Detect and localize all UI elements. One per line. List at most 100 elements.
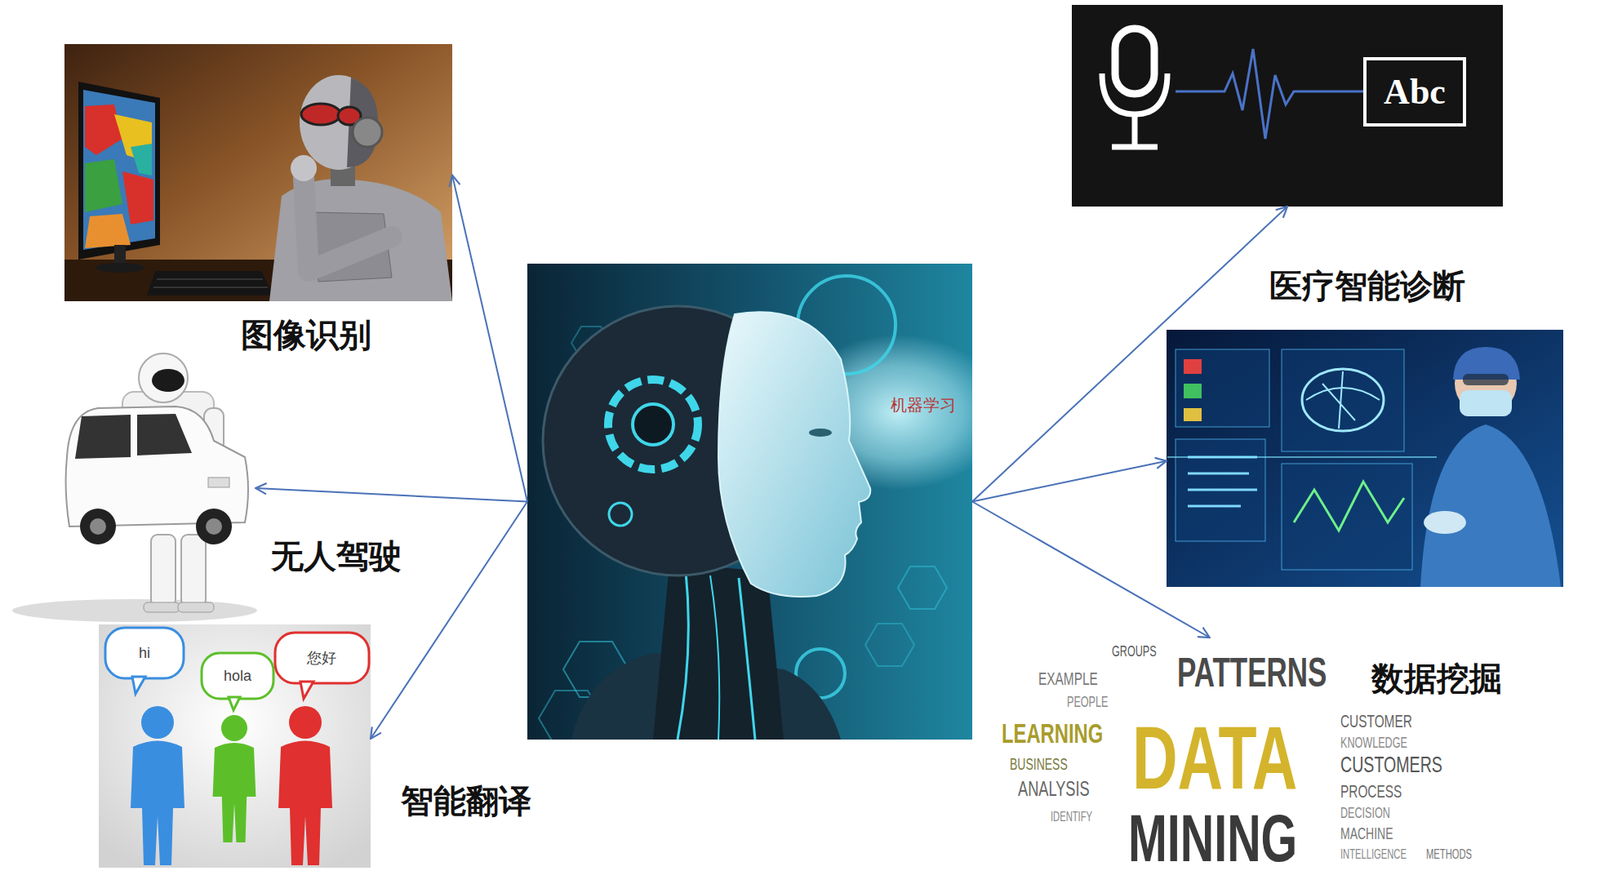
picture-text: 机器学习 xyxy=(890,396,956,414)
word-cloud-word: PATTERNS xyxy=(1177,652,1327,694)
speech-recognition-icon-part xyxy=(1071,4,1503,207)
self-driving-picture-part xyxy=(137,413,192,456)
machine-learning-picture-part xyxy=(608,502,632,526)
data-mining-node: 数据挖掘 PATTERNS DATAMINING LEARNING EXAMPLE GRO… xyxy=(989,637,1527,889)
bubble-text: hi xyxy=(138,645,151,661)
speech-recognition-icon-part xyxy=(1102,73,1168,115)
speech-recognition-icon-part xyxy=(1115,28,1155,94)
speech-recognition-icon-part xyxy=(1364,58,1465,125)
medical-picture-part xyxy=(1187,457,1258,507)
medical-picture-part xyxy=(1459,390,1512,417)
self-driving-picture-part xyxy=(66,406,249,527)
arrow-connector xyxy=(255,488,528,503)
word-cloud-word: BUSINESS xyxy=(1009,755,1068,773)
word-cloud-word: EXAMPLE xyxy=(1038,670,1098,689)
arrow-connector xyxy=(370,502,528,740)
medical-diagnosis-node: 医疗智能诊断 xyxy=(1166,329,1564,587)
translation-picture-part xyxy=(130,706,185,866)
word-cloud-word: LEARNING xyxy=(1001,719,1103,747)
self-driving-picture-part xyxy=(89,518,107,535)
medical-picture-part xyxy=(1281,463,1413,570)
machine-learning-picture-part xyxy=(718,311,871,597)
machine-learning-picture-part xyxy=(632,404,674,445)
image-recognition-picture-part xyxy=(84,159,123,213)
machine-learning-picture-part xyxy=(710,575,720,740)
self-driving-node: 无人驾驶 xyxy=(4,351,256,625)
self-driving-picture-part xyxy=(151,368,185,392)
medical-picture-part xyxy=(1183,359,1202,374)
caption: 医疗智能诊断 xyxy=(1269,269,1466,303)
translation-picture-part xyxy=(201,653,274,699)
medical-picture-part xyxy=(1306,371,1380,429)
translation-picture-part xyxy=(132,676,146,694)
word-cloud-word: MINING xyxy=(1128,804,1298,872)
translation-picture-part xyxy=(221,715,248,742)
translation-picture-part xyxy=(275,632,369,684)
image-recognition-picture-part xyxy=(153,287,268,289)
medical-picture-part xyxy=(1293,481,1405,531)
word-cloud-word: PROCESS xyxy=(1340,782,1402,801)
self-driving-picture-part xyxy=(143,602,180,613)
medical-picture-part xyxy=(1167,456,1437,458)
word-cloud-word: PEOPLE xyxy=(1066,694,1108,710)
caption: 数据挖掘 xyxy=(1371,662,1503,695)
image-recognition-picture-part xyxy=(352,117,383,147)
caption: 图像识别 xyxy=(240,318,372,352)
bubble-text: 您好 xyxy=(306,650,337,666)
word-cloud-word: DATA xyxy=(1132,712,1298,803)
word-cloud-word: DECISION xyxy=(1340,805,1391,821)
translation-node: 智能翻译hihola您好 xyxy=(98,624,371,868)
machine-learning-picture-part xyxy=(865,623,915,667)
medical-picture-part xyxy=(1166,329,1564,587)
speech-recognition-node: Abc xyxy=(1071,4,1503,207)
self-driving-picture-part xyxy=(75,414,131,459)
image-recognition-picture-part xyxy=(301,103,341,125)
image-recognition-picture-part xyxy=(130,143,152,176)
self-driving-picture-part xyxy=(205,518,223,535)
image-recognition-picture-part xyxy=(290,155,317,182)
translation-picture-part xyxy=(105,627,184,679)
translation-picture-part xyxy=(228,697,240,711)
word-cloud-word: CUSTOMERS xyxy=(1340,753,1443,777)
image-recognition-picture-part xyxy=(95,262,145,273)
word-cloud-word: GROUPS xyxy=(1111,644,1157,659)
self-driving-picture-part xyxy=(12,599,258,623)
image-recognition-picture-part xyxy=(122,171,154,225)
word-cloud-word: KNOWLEDGE xyxy=(1340,735,1408,751)
speech-recognition-icon-part xyxy=(1111,144,1158,151)
self-driving-picture-part xyxy=(177,602,214,613)
translation-picture-part xyxy=(98,624,371,868)
translation-picture-part xyxy=(278,741,333,867)
machine-learning-picture-part xyxy=(808,428,832,437)
image-recognition-picture-part xyxy=(78,81,160,260)
caption: 无人驾驶 xyxy=(271,539,402,573)
medical-picture-part xyxy=(1420,424,1561,587)
image-recognition-picture-part xyxy=(146,271,274,296)
word-cloud-word: CUSTOMER xyxy=(1340,712,1413,731)
image-recognition-picture-part xyxy=(84,104,123,156)
word-cloud-word: METHODS xyxy=(1426,848,1472,862)
translation-picture-part xyxy=(213,742,257,843)
translation-picture xyxy=(98,624,371,868)
word-cloud-word: INTELLIGENCE xyxy=(1340,848,1407,862)
self-driving-picture-part xyxy=(181,534,206,607)
translation-picture-part xyxy=(278,706,333,866)
image-recognition-picture-part xyxy=(303,177,392,272)
bubble-text: hola xyxy=(223,668,252,684)
medical-picture-part xyxy=(1281,349,1405,452)
self-driving-picture xyxy=(12,353,258,623)
medical-picture-part xyxy=(1183,408,1202,422)
machine-learning-picture-part xyxy=(738,577,756,740)
machine-learning-picture-part xyxy=(677,571,689,740)
medical-picture-part xyxy=(1183,383,1202,399)
self-driving-picture-part xyxy=(151,534,176,607)
speech-recognition-icon xyxy=(1071,4,1503,207)
self-driving-picture-part xyxy=(208,477,230,488)
medical-picture-part xyxy=(1462,373,1509,386)
image-recognition-node: 图像识别 xyxy=(64,44,453,302)
medical-picture-part xyxy=(1175,439,1266,542)
speech-recognition-icon-part xyxy=(1175,48,1365,139)
arrow-connector xyxy=(452,175,528,503)
word-cloud-word: MACHINE xyxy=(1340,825,1394,842)
